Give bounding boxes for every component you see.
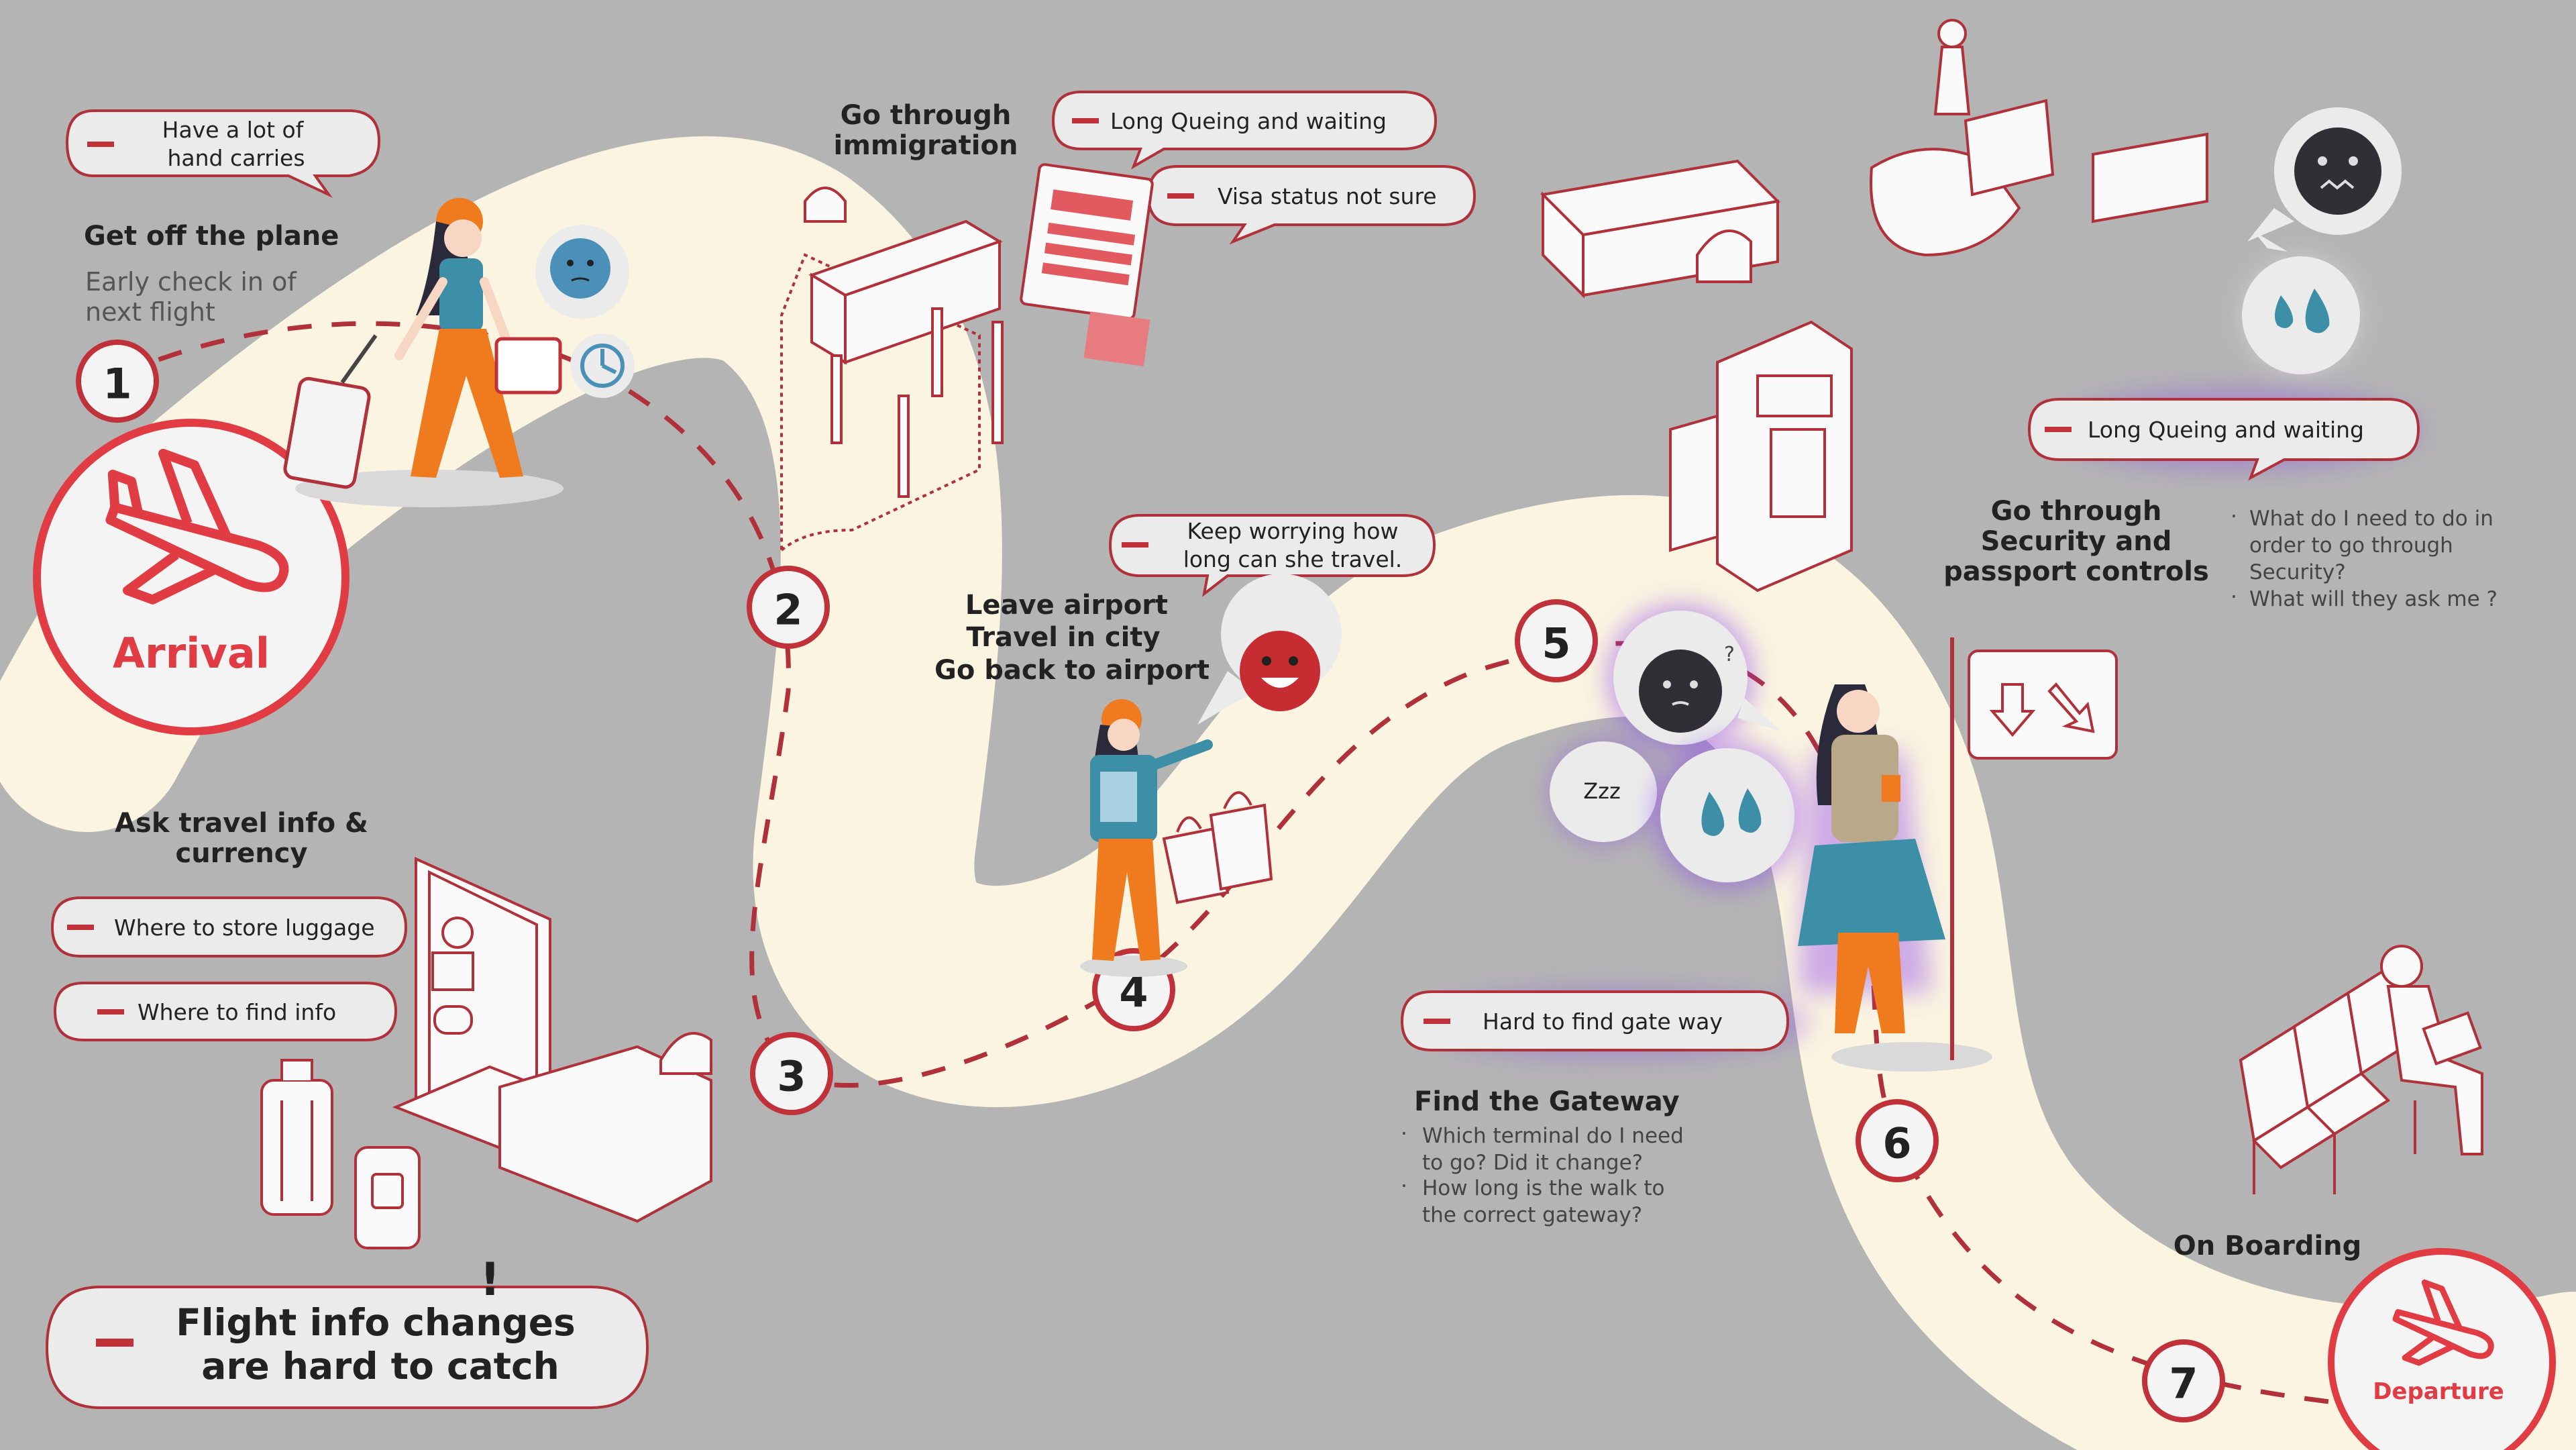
step-marker-2: 2 (747, 566, 830, 649)
immigration-desk-illustration (780, 187, 1004, 554)
stage6-question-line: How long is the walk to (1422, 1176, 1664, 1200)
stage5-title-line: Security and (1981, 526, 2172, 557)
sad-face-bubble: ? (1607, 604, 1781, 752)
happy-face-icon (1240, 631, 1320, 711)
exclamation-mark: ! (480, 1253, 500, 1306)
stage3-title-line: Ask travel info & (115, 808, 368, 839)
alert-text-line: Flight info changes (176, 1301, 576, 1344)
stage1-note-line: next flight (85, 297, 215, 327)
arrival-badge: Arrival (33, 419, 350, 735)
stage1-pain-line: hand carries (167, 145, 305, 171)
step-marker-7: 7 (2142, 1339, 2225, 1422)
stage6-question-line: to go? Did it change? (1422, 1151, 1643, 1175)
stage6-question-line: the correct gateway? (1422, 1203, 1642, 1227)
drops-icon (1701, 788, 1762, 836)
flight-info-alert-bubble: Flight info changes are hard to catch ! (45, 1253, 649, 1409)
zzz-bubble: Zzz (1550, 738, 1657, 845)
step-number: 2 (773, 586, 802, 635)
stage5-question-list: · What do I need to do in order to go th… (2231, 505, 2498, 611)
stage3-pain-bubble: Where to find info (53, 982, 398, 1041)
arrival-label: Arrival (113, 629, 270, 678)
airplane-icon (105, 448, 289, 605)
anxious-face-bubble (2247, 107, 2402, 242)
stage4-title-line: Go back to airport (934, 655, 1210, 686)
svg-text:·: · (1401, 1122, 1407, 1146)
stage5-question-line: Security? (2249, 560, 2346, 584)
tears-bubble (1654, 741, 1801, 889)
step-number: 3 (777, 1052, 806, 1101)
stage4-title-line: Travel in city (966, 622, 1160, 653)
info-kiosk-icon (392, 856, 712, 1223)
step-marker-3: 3 (750, 1032, 833, 1115)
step-number: 5 (1542, 619, 1570, 668)
stage1-pain-bubble: Have a lot of hand carries (65, 109, 381, 199)
stage6-question-list: · Which terminal do I need to go? Did it… (1401, 1122, 1684, 1227)
clock-icon (570, 333, 635, 398)
stage3-pain-text: Where to find info (138, 999, 336, 1025)
drops-bubble (2241, 231, 2361, 376)
security-gate-icon (1540, 19, 2208, 592)
shopping-bag-icon (1162, 791, 1273, 904)
stage4-pain-line: Keep worrying how (1187, 518, 1399, 544)
traveler-with-luggage (283, 198, 564, 507)
step-number: 6 (1882, 1119, 1911, 1168)
stage6-pain-bubble: Hard to find gate way (1400, 990, 1811, 1057)
route-dashed-line (116, 321, 2335, 1405)
airplane-icon (2392, 1279, 2494, 1366)
stage6-title: Find the Gateway (1414, 1086, 1680, 1117)
stage5-question-line: What do I need to do in (2249, 507, 2493, 531)
stage5-title-line: Go through (1991, 496, 2162, 527)
stage4-title-line: Leave airport (965, 590, 1168, 621)
stage5-question-line: order to go through (2249, 533, 2453, 558)
anxious-face-icon (2294, 127, 2381, 215)
suitcase-icon (260, 1059, 421, 1249)
stage2-pain-bubble: Long Queing and waiting (1051, 91, 1438, 170)
worried-face-icon (550, 238, 610, 299)
traveler-with-shopping (1080, 699, 1213, 977)
stage1-title: Get off the plane (84, 221, 339, 252)
stage6-question-line: Which terminal do I need (1422, 1124, 1684, 1148)
directions-sign-icon (1950, 637, 2118, 1060)
stage7-title: On Boarding (2174, 1231, 2362, 1261)
stage5-pain-bubble: Long Queing and waiting (2027, 389, 2422, 481)
alert-text-line: are hard to catch (201, 1345, 559, 1388)
zzz-text: Zzz (1583, 778, 1621, 804)
stage3-pain-text: Where to store luggage (114, 915, 375, 941)
stage2-title-line: Go through (841, 100, 1012, 131)
stage3-pain-bubble: Where to store luggage (50, 896, 408, 957)
stage2-title-line: immigration (834, 130, 1018, 161)
worried-traveler (1798, 684, 1992, 1072)
stage5-title-line: passport controls (1943, 556, 2209, 587)
drops-icon (2275, 289, 2330, 333)
departure-badge: Departure (2328, 1248, 2556, 1450)
stage5-pain-text: Long Queing and waiting (2088, 417, 2364, 443)
departure-label: Departure (2373, 1378, 2504, 1405)
svg-text:·: · (2231, 585, 2237, 609)
stage2-pain-text: Visa status not sure (1218, 183, 1437, 209)
step-number: 7 (2169, 1359, 2198, 1408)
stage2-pain-text: Long Queing and waiting (1110, 108, 1387, 134)
step-marker-1: 1 (76, 340, 159, 423)
stage2-pain-bubble: Visa status not sure (1146, 165, 1477, 245)
step-number: 1 (103, 360, 131, 409)
svg-text:·: · (1401, 1174, 1407, 1198)
happy-face-bubble (1197, 574, 1342, 725)
question-mark: ? (1724, 643, 1735, 666)
stage3-title-line: currency (175, 838, 307, 869)
worried-face-bubble (535, 225, 629, 319)
sad-face-icon (1639, 650, 1722, 733)
visa-document-icon (1020, 163, 1154, 366)
stage6-pain-text: Hard to find gate way (1483, 1008, 1723, 1035)
stage4-pain-line: long can she travel. (1183, 546, 1403, 572)
step-marker-5: 5 (1515, 599, 1598, 682)
chairs-icon (2239, 945, 2483, 1194)
stage1-pain-line: Have a lot of (162, 117, 305, 143)
stage5-question-line: What will they ask me ? (2249, 587, 2498, 611)
step-marker-6: 6 (1856, 1099, 1939, 1182)
svg-text:·: · (2231, 505, 2237, 529)
stage4-pain-bubble: Keep worrying how long can she travel. (1108, 514, 1436, 597)
stage1-note-line: Early check in of (85, 267, 297, 297)
